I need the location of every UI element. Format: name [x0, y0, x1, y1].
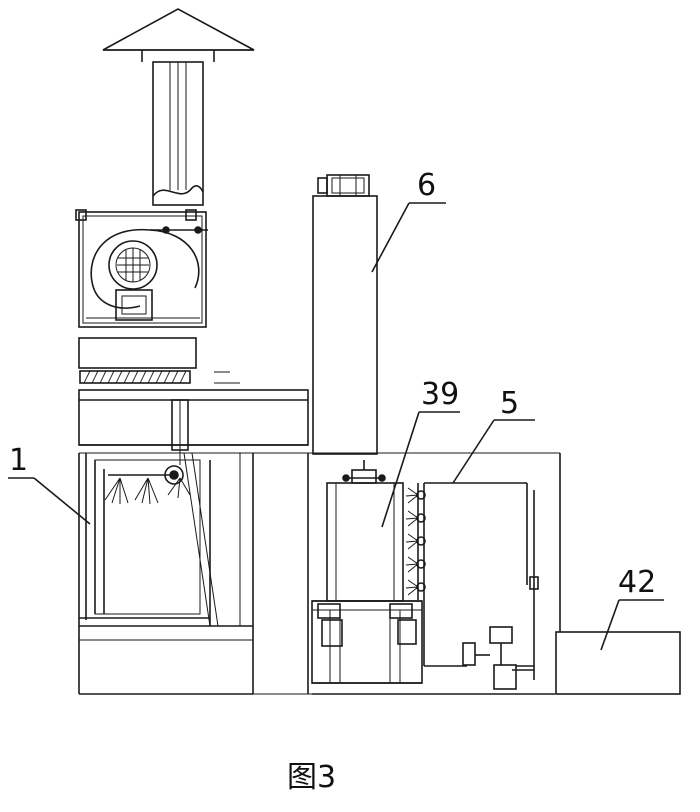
exhaust-stack [102, 8, 255, 206]
callout-39: 39 [421, 377, 459, 412]
spray-booth [78, 389, 560, 695]
callout-5: 5 [500, 386, 519, 421]
pump-station [422, 453, 561, 695]
spray-nozzles [104, 465, 191, 505]
nozzle-column [405, 482, 527, 600]
callout-1: 1 [9, 443, 28, 478]
filter-section [78, 337, 240, 384]
unit-42 [555, 631, 681, 695]
callout-6: 6 [417, 168, 436, 203]
fan-unit [75, 209, 208, 328]
tank-39 [311, 460, 423, 695]
tower-6 [312, 174, 378, 455]
figure-caption: 图3 [287, 760, 336, 795]
callout-42: 42 [618, 565, 656, 600]
leader-lines [8, 202, 664, 651]
